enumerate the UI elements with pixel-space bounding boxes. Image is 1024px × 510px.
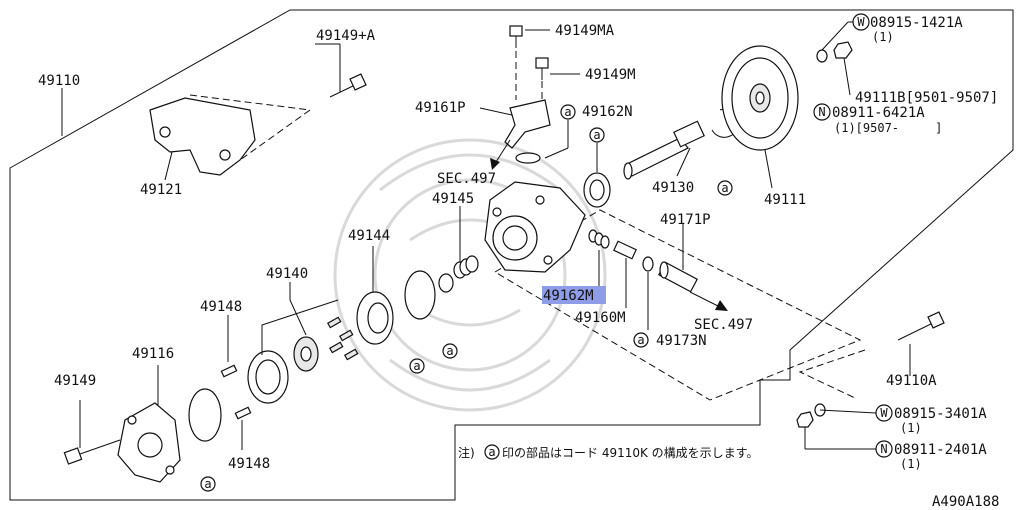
marker-w-top: W [852,13,870,31]
label-w-08915-1421a-qty: (1) [872,30,894,44]
rear-cover-49116 [117,402,181,483]
nut-top [833,41,853,59]
label-w-08915-3401a: 08915-3401A [894,406,987,422]
label-49149ma: 49149MA [555,23,615,39]
shaft-49130 [623,120,705,180]
seal-49162n [583,172,611,208]
svg-text:a: a [413,359,420,373]
vanes-49140 [326,316,359,361]
label-49116: 49116 [132,346,174,362]
bolt-49149ma [509,25,523,48]
label-n-08911-6421a: 08911-6421A [832,105,925,121]
bolt-dash-line [798,349,866,399]
svg-text:a: a [564,105,571,119]
bracket-hole [159,126,171,138]
valve-49160m [613,240,637,260]
note-prefix: 注) [458,445,475,460]
svg-text:a: a [446,344,453,358]
marker-a-gasket: a [200,476,216,492]
label-49149: 49149 [54,373,96,389]
svg-text:W: W [857,15,865,29]
label-49130: 49130 [652,180,694,196]
marker-a-seal: a [589,127,605,143]
bolt-49149a [329,73,367,98]
gasket [188,388,222,442]
marker-a-o-ring-large: a [409,358,425,374]
label-sec497-right: SEC.497 [694,317,753,333]
connector-49171p [658,261,698,293]
plate-49144 [356,291,394,345]
spring-49145 [453,255,479,279]
svg-text:a: a [637,333,644,347]
svg-text:a: a [593,128,600,142]
label-49148-top: 49148 [200,299,242,315]
marker-w-bottom: W [875,404,893,422]
rotor-49140 [293,336,319,372]
svg-text:a: a [204,477,211,491]
o-ring-small [438,273,454,293]
pump-body [484,181,586,273]
svg-text:W: W [880,406,888,420]
svg-text:a: a [488,445,495,459]
figure-code: A490A188 [932,494,999,510]
label-49160m: 49160M [575,310,626,326]
highlight-49162m [542,286,606,304]
label-49110a: 49110A [886,373,937,389]
leader-lines [61,21,911,450]
pin-49148-top [220,364,238,378]
marker-a-49173n: a [633,332,649,348]
washer-top [816,49,828,63]
label-49173n: 49173N [656,333,707,349]
label-49162n: 49162N [582,104,633,120]
label-sec497-top: SEC.497 [437,171,496,187]
arrow-sec497-right [689,291,728,311]
label-49145: 49145 [432,191,474,207]
label-49149a: 49149+A [316,28,376,44]
marker-a-49162n: a [560,104,576,120]
label-w-08915-1421a: 08915-1421A [870,15,963,31]
label-49149m: 49149M [585,67,636,83]
pulley-49111 [721,45,799,151]
o-ring-large [404,270,436,320]
svg-text:N: N [818,105,825,119]
label-n-08911-2401a: 08911-2401A [894,442,987,458]
label-49171p: 49171P [660,212,711,228]
label-49110: 49110 [38,73,80,89]
bolt-49149 [63,439,121,465]
bolt-49110a [897,311,945,341]
marker-n-top: N [813,103,831,121]
bracket-dash-line [189,94,312,161]
label-n-08911-2401a-qty: (1) [900,457,922,471]
bolt-49149m [535,57,549,80]
pin-49148-bottom [234,406,252,420]
marker-a-note: a [484,444,500,460]
svg-text:N: N [880,442,887,456]
watermark-emblem [333,138,607,412]
label-49111b: 49111B[9501-9507] [855,90,998,106]
arrow-sec497-top [490,139,511,170]
cam-ring-49140 [247,350,289,404]
label-49161p: 49161P [415,100,466,116]
label-49162m: 49162M [543,288,594,304]
marker-n-bottom: N [875,440,893,458]
label-49148-bottom: 49148 [228,456,270,472]
label-49121: 49121 [140,182,182,198]
note-text: 印の部品はコード 49110K の構成を示します。 [502,445,758,460]
o-ring-49173n [642,256,654,272]
assembly-boundary [9,9,1014,501]
label-49144: 49144 [348,228,390,244]
bracket-hole [219,149,231,161]
label-w-08915-3401a-qty: (1) [900,421,922,435]
label-n-08911-6421a-qty: (1)[9507- ] [834,121,942,135]
label-49140: 49140 [266,266,308,282]
nut-bottom [796,411,814,428]
label-49111: 49111 [764,192,806,208]
svg-text:a: a [721,181,728,195]
marker-a-snap-ring: a [717,180,733,196]
marker-a-o-ring-small: a [442,343,458,359]
fitting-49161p [504,99,551,164]
valve-spring-49162m [588,229,610,249]
